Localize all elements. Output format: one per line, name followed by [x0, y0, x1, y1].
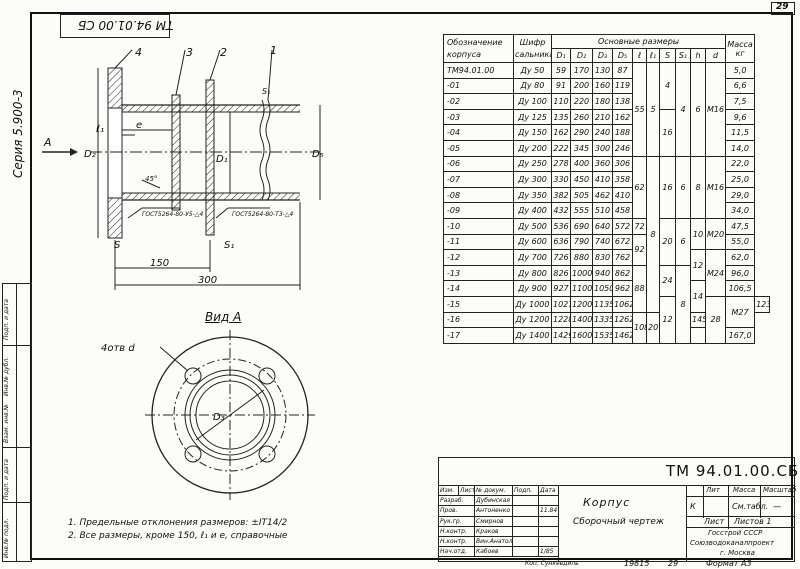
tb-letter: К [690, 502, 696, 511]
d3-label: D₃ [213, 412, 225, 423]
hdr-code: Шифр сальника [513, 34, 552, 63]
signature-row: Н.контр. Краков [438, 525, 559, 537]
upside-designation-box [60, 14, 170, 38]
callout-4: 4 [135, 46, 142, 59]
bolt-hole [258, 367, 276, 385]
l1-label: ℓ₁ [96, 124, 105, 135]
table-row: -17 Ду 1400 1429 1600 1535 1462 167,0 [443, 327, 770, 344]
table-row: -04 Ду 150 162 290 240 188 11,5 [443, 124, 770, 141]
callout-3: 3 [186, 46, 193, 59]
stamp-podp-data-1: Подп. и дата [3, 459, 10, 500]
s-label: S [114, 240, 121, 251]
tb-mass: См.табл. [732, 502, 769, 511]
chamfer-label: 45° [145, 175, 158, 183]
bolt-hole [258, 445, 276, 463]
tb-letter-label: Лит [706, 486, 720, 494]
section-view [42, 49, 321, 290]
dim-150: 150 [150, 258, 170, 269]
tb-name: Корпус [583, 496, 631, 509]
footer-page: 29 [668, 559, 679, 568]
view-arrow-label: A [44, 136, 52, 149]
callout-1: 1 [270, 44, 277, 57]
s1-top-label: S₁ [262, 87, 271, 96]
d5-label: D₅ [312, 149, 324, 160]
signature-row: Н.контр. Вин.Анатолий [438, 535, 559, 548]
stamp-podp-data-2: Подп. и дата [3, 299, 10, 340]
table-row: -14 Ду 900 927 1100 1050 962 14 106,5 [443, 280, 770, 313]
footer-copied: Коп. Сункевдиль [525, 560, 579, 567]
spec-table: Обозначение корпуса Шифр сальника Основн… [443, 34, 770, 344]
footer-num: 19815 [624, 559, 650, 568]
page-number-box [771, 2, 795, 15]
signature-row: Пров. Антоненко 11.84 [438, 505, 559, 517]
table-row: -03 Ду 125 135 260 210 162 16 9,6 [443, 108, 770, 157]
upside-designation: ТМ 94.01.00 СБ [78, 18, 174, 32]
tb-scale-label: Масштаб [763, 486, 797, 494]
dim-300: 300 [198, 275, 218, 286]
signature-row: Нач.отд. Кабоев 1/85 [438, 546, 559, 558]
stamp-inv-dubl: Инв.№ дубл. [3, 356, 10, 396]
signature-row: Рук.гр. Смирнов [438, 515, 559, 527]
signature-row: Разраб. Дубинская [438, 495, 559, 507]
tb-org2: Союзводоканалпроект [690, 539, 775, 547]
view-a [145, 330, 315, 500]
table-row: -07 Ду 300 330 450 410 358 25,0 [443, 171, 770, 188]
holes-label: 4отв d [101, 343, 135, 354]
table-row: -15 Ду 1000 1027 1200 1135 1062 12 28 М2… [443, 295, 770, 344]
stamp-vzam-inv: Взам. инв.№ [3, 404, 10, 443]
tb-sheets-label: Листов 1 [734, 517, 772, 526]
bolt-hole [184, 367, 202, 385]
tb-signatures: Изм. Лист № докум. Подп. Дата Разраб. Ду… [438, 484, 559, 558]
tb-org1: Госстрой СССР [708, 529, 763, 537]
table-row: -06 Ду 250 278 400 360 306 62 8 16 6 8 М… [443, 155, 770, 313]
table-row: -08 Ду 350 382 505 462 410 29,0 [443, 186, 770, 204]
stamp-inv-podl: Инв.№ подл. [3, 518, 10, 559]
hdr-mass: Масса кг [725, 34, 756, 63]
hdr-designation: Обозначение корпуса [443, 34, 514, 63]
table-row: ТМ94.01.00 Ду 50 59 170 130 87 55 5 4 4 … [443, 62, 770, 157]
left-stamp-strip [2, 283, 32, 562]
tb-org3: г. Москва [720, 549, 755, 557]
e-label: e [136, 120, 143, 131]
hdr-main-dims: Основные размеры [550, 34, 727, 49]
table-row: -13 Ду 800 826 1000 940 862 88 24 8 96,0 [443, 264, 770, 344]
callout-2: 2 [220, 46, 227, 59]
ring [205, 79, 215, 236]
footer-format: Формат А3 [706, 559, 752, 568]
table-row: -05 Ду 200 222 345 300 246 14,0 [443, 139, 770, 157]
page-number: 29 [776, 2, 789, 12]
table-row: -02 Ду 100 110 220 180 138 7,5 [443, 93, 770, 110]
tb-subtitle: Сборочный чертеж [573, 517, 665, 527]
bolt-hole [184, 445, 202, 463]
s1-label: S₁ [224, 240, 235, 251]
tb-mass-label: Масса [733, 486, 756, 494]
view-a-title: Вид А [205, 310, 242, 324]
tb-designation: ТМ 94.01.00.СБ [666, 462, 800, 480]
d1-label: D₁ [216, 154, 228, 165]
note-1: 1. Предельные отклонения размеров: ±IT14… [68, 518, 288, 528]
weld-left-label: ГОСТ5264-80-У5-△4 [142, 211, 204, 218]
tb-sheet-label: Лист [704, 517, 725, 526]
flange-outer [151, 336, 309, 494]
d2-label: D₂ [84, 149, 96, 160]
weld-right-label: ГОСТ5264-80-Т3-△4 [232, 211, 294, 218]
note-2: 2. Все размеры, кроме 150, ℓ₁ и e, справ… [68, 531, 288, 541]
tb-scale: — [773, 502, 781, 511]
table-row: -12 Ду 700 726 880 830 762 12 М24 62,0 [443, 249, 770, 297]
table-row: -10 Ду 500 536 690 640 572 72 20 6 10 М2… [443, 217, 770, 266]
series-label: Серия 5.900-3 [11, 89, 25, 178]
